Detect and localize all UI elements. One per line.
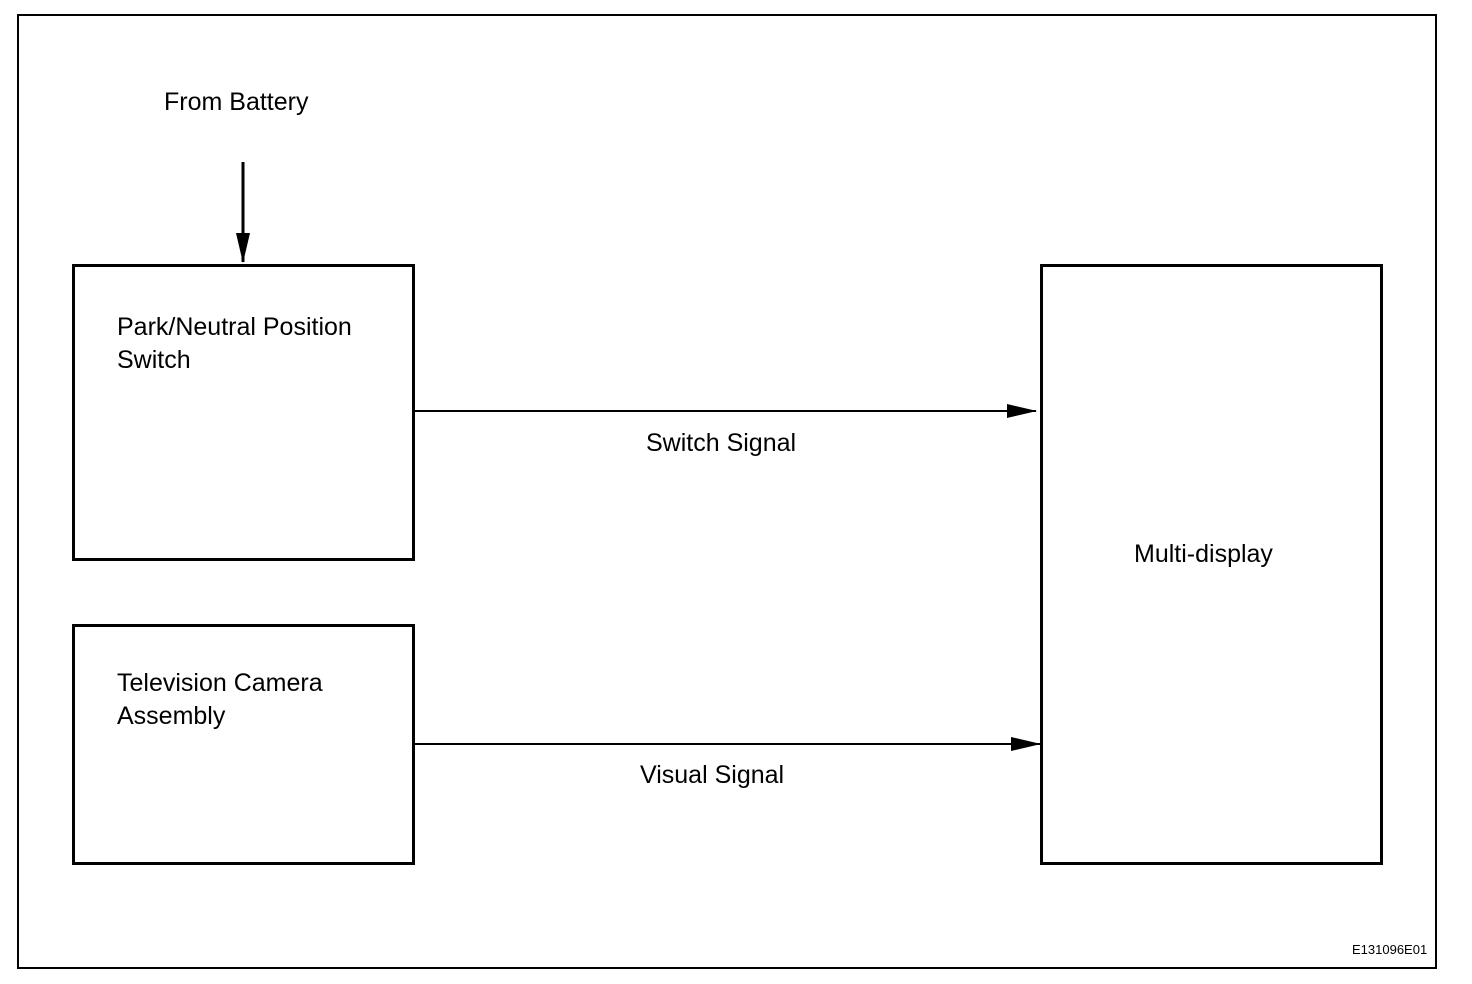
multi-display-block xyxy=(1040,264,1383,865)
tv-camera-label: Television Camera Assembly xyxy=(117,669,323,730)
from-battery-label: From Battery xyxy=(164,88,309,116)
figure-code: E131096E01 xyxy=(1352,942,1428,957)
tv-camera-block xyxy=(72,624,415,865)
park-neutral-switch-block xyxy=(72,264,415,561)
switch-signal-label: Switch Signal xyxy=(646,429,797,457)
visual-signal-label: Visual Signal xyxy=(640,761,785,789)
diagram-frame xyxy=(17,14,1437,969)
multi-display-label: Multi-display xyxy=(1134,540,1273,568)
park-neutral-switch-label: Park/Neutral Position Switch xyxy=(117,313,352,374)
